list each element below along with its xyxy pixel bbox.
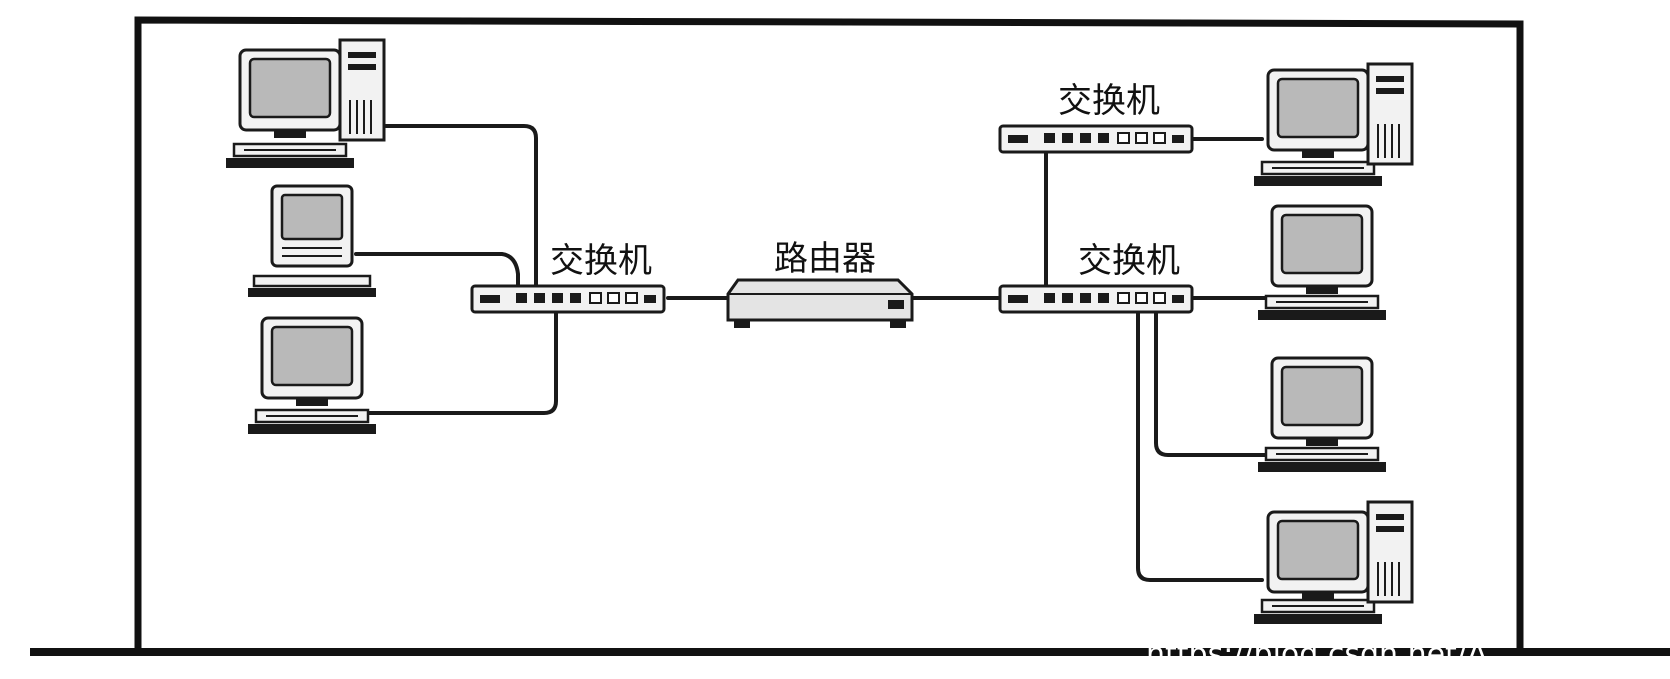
pc-left-3-icon — [246, 316, 378, 436]
switch-right-top-label: 交换机 — [1058, 81, 1160, 121]
pc-left-2-icon — [248, 184, 376, 297]
switch-right-bottom-label: 交换机 — [1078, 241, 1180, 281]
switch-right-top-icon — [998, 124, 1194, 154]
pc-right-3-icon — [1256, 356, 1388, 474]
router-icon — [726, 278, 914, 328]
switch-right-bottom-icon — [998, 284, 1194, 314]
pc-right-2-icon — [1256, 204, 1388, 322]
building-outline — [30, 16, 1670, 656]
switch-left-label: 交换机 — [550, 241, 652, 281]
pc-left-1-icon — [224, 38, 386, 170]
pc-right-4-icon — [1252, 500, 1414, 626]
network-cables — [354, 124, 1268, 582]
pc-right-1-icon — [1252, 62, 1414, 188]
watermark-tag: @稀土掘金技术社区 — [1500, 655, 1635, 673]
router-label: 路由器 — [774, 239, 876, 279]
switch-left-icon — [470, 284, 666, 314]
watermark-url: https://blog.csdn.net/A — [1146, 637, 1488, 672]
